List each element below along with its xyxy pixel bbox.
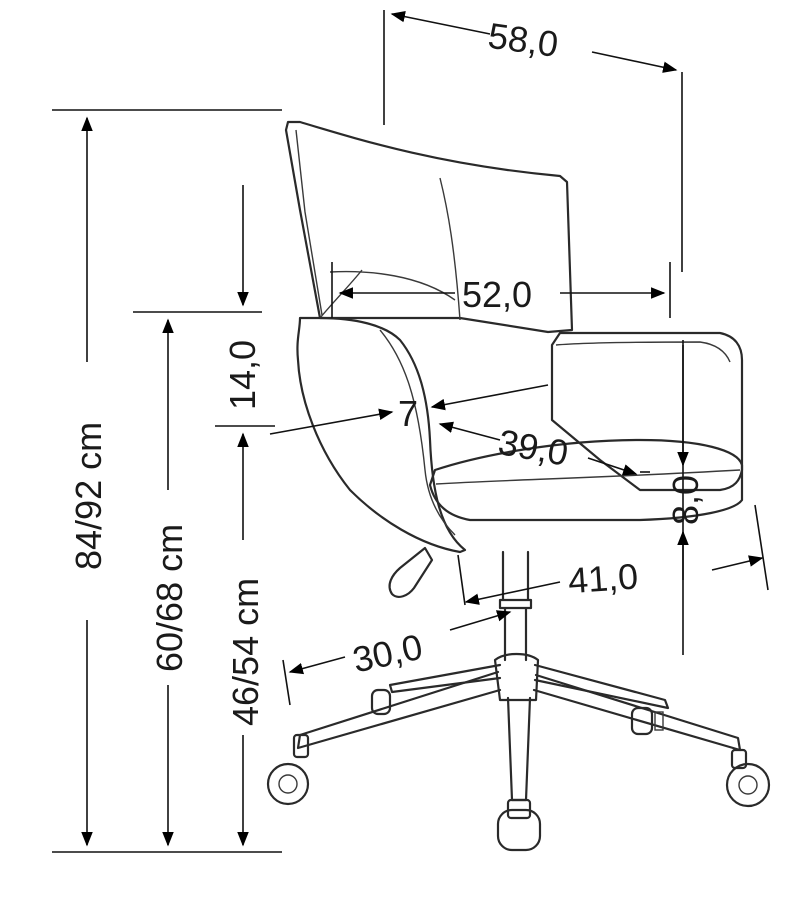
castor-left [266, 733, 310, 806]
castor-back-right [630, 706, 664, 736]
label-backrest-tilt: 7 [398, 393, 418, 434]
height-lever [388, 546, 434, 598]
left-armrest-inner [379, 329, 456, 536]
dim-line-base-radius [288, 656, 346, 675]
castor-right [725, 748, 771, 808]
seat-cushion [428, 438, 744, 522]
right-armrest-inner [555, 341, 731, 363]
backrest-outline [284, 120, 574, 334]
label-armrest-height: 14,0 [222, 340, 263, 410]
label-total-width: 58,0 [486, 15, 561, 65]
castor-back-left [370, 688, 392, 716]
label-seat-depth-lower: 41,0 [567, 555, 640, 601]
chair-drawing [266, 120, 771, 852]
dim-line-total-width [390, 10, 491, 35]
dim-line-seat-depth [438, 421, 501, 441]
label-seat-thickness: 8,0 [665, 475, 706, 525]
base-leg-left [296, 670, 502, 750]
gas-lift-cylinder [498, 550, 533, 662]
right-armrest [550, 331, 744, 492]
label-seat-height: 46/54 cm [225, 578, 266, 726]
dimension-lines [52, 10, 769, 853]
base-hub [493, 652, 540, 702]
dim-line-seat-depth-lower [464, 581, 561, 605]
dimension-labels: 58,0 52,0 14,0 7 39,0 8,0 41,0 30,0 84/9… [68, 15, 706, 726]
label-total-height: 84/92 cm [68, 422, 109, 570]
label-seat-width: 52,0 [462, 274, 532, 315]
base-leg-right [532, 673, 742, 752]
seat-cushion-seam [435, 469, 741, 485]
dim-line-backrest-tilt [269, 408, 394, 435]
base-leg-back-right [533, 663, 670, 710]
label-seat-depth: 39,0 [495, 421, 571, 474]
backrest-lower-panel [319, 269, 363, 319]
castor-front [496, 798, 542, 852]
base-leg-front [506, 696, 532, 802]
left-armrest [296, 316, 467, 554]
base-leg-back-left [388, 663, 502, 694]
label-armrest-floor-height: 60/68 cm [149, 524, 190, 672]
label-base-radius: 30,0 [349, 626, 426, 681]
